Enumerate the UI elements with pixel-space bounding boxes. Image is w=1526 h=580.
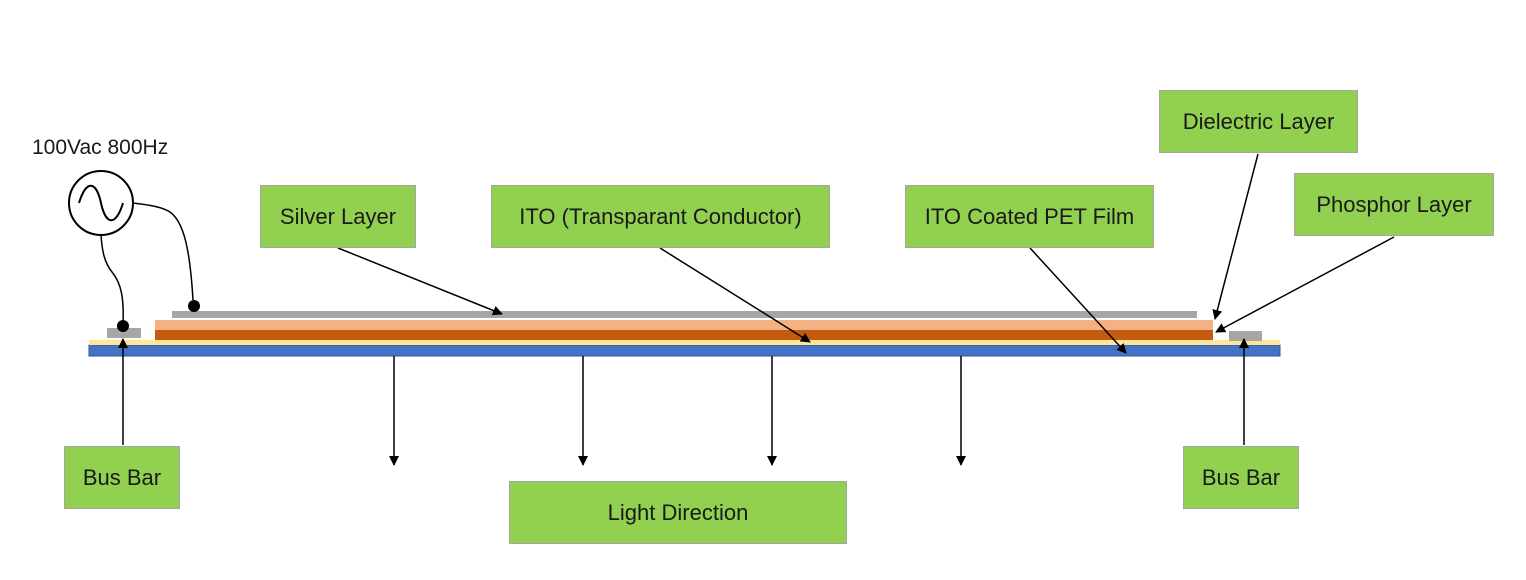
label-light-direction: Light Direction [509,481,847,544]
source-label: 100Vac 800Hz [32,136,169,159]
terminal-dot-left [117,320,129,332]
silver-layer [172,311,1197,318]
dielectric-layer [155,320,1213,330]
arrow-ito-pet [1029,247,1127,354]
source-wire-left [100,234,124,326]
arrow-silver [337,247,503,316]
source-wire-right [132,202,194,301]
terminal-dot-right [188,300,200,312]
arrow-ito [659,247,811,343]
arrow-phosphor [1215,236,1395,333]
label-phosphor-layer: Phosphor Layer [1294,173,1494,236]
ac-source-icon [68,170,134,236]
ito-layer [89,340,1280,345]
label-dielectric-layer: Dielectric Layer [1159,90,1358,153]
bus-bar-right [1229,331,1262,341]
label-ito: ITO (Transparant Conductor) [491,185,830,248]
pet-film-layer [88,344,1281,357]
arrow-dielectric [1212,153,1259,320]
label-ito-pet-film: ITO Coated PET Film [905,185,1154,248]
label-bus-bar-right: Bus Bar [1183,446,1299,509]
label-silver-layer: Silver Layer [260,185,416,248]
label-bus-bar-left: Bus Bar [64,446,180,509]
bus-bar-left [107,328,141,338]
phosphor-layer [155,330,1213,340]
